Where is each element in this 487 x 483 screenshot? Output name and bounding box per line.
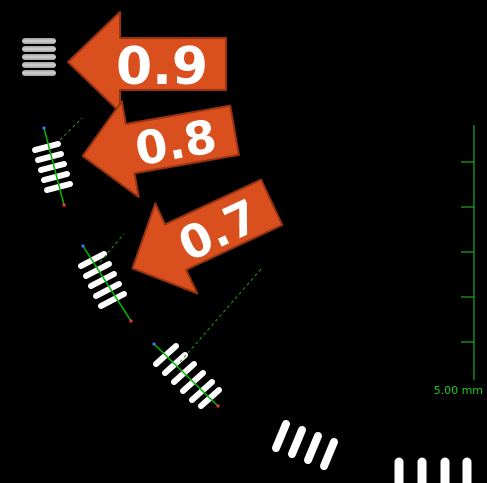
fiducial-marker-5 [272,420,338,470]
arrow-label-0-8: 0.8 [81,100,240,198]
fiducial-marker-3 [78,233,133,323]
fiducial-marker-blurred [22,38,56,76]
arrow-label-0-7: 0.7 [131,178,284,295]
fiducial-marker-6 [394,457,472,483]
scale-bar [461,125,475,380]
arrow-label-text: 0.8 [131,109,221,176]
arrow-label-0-9: 0.9 [67,11,227,113]
scale-bar-label: 5.00 mm [434,384,483,397]
arrow-label-text: 0.9 [116,37,208,97]
fiducial-marker-2 [32,117,83,207]
fiducial-marker-4 [152,267,263,409]
